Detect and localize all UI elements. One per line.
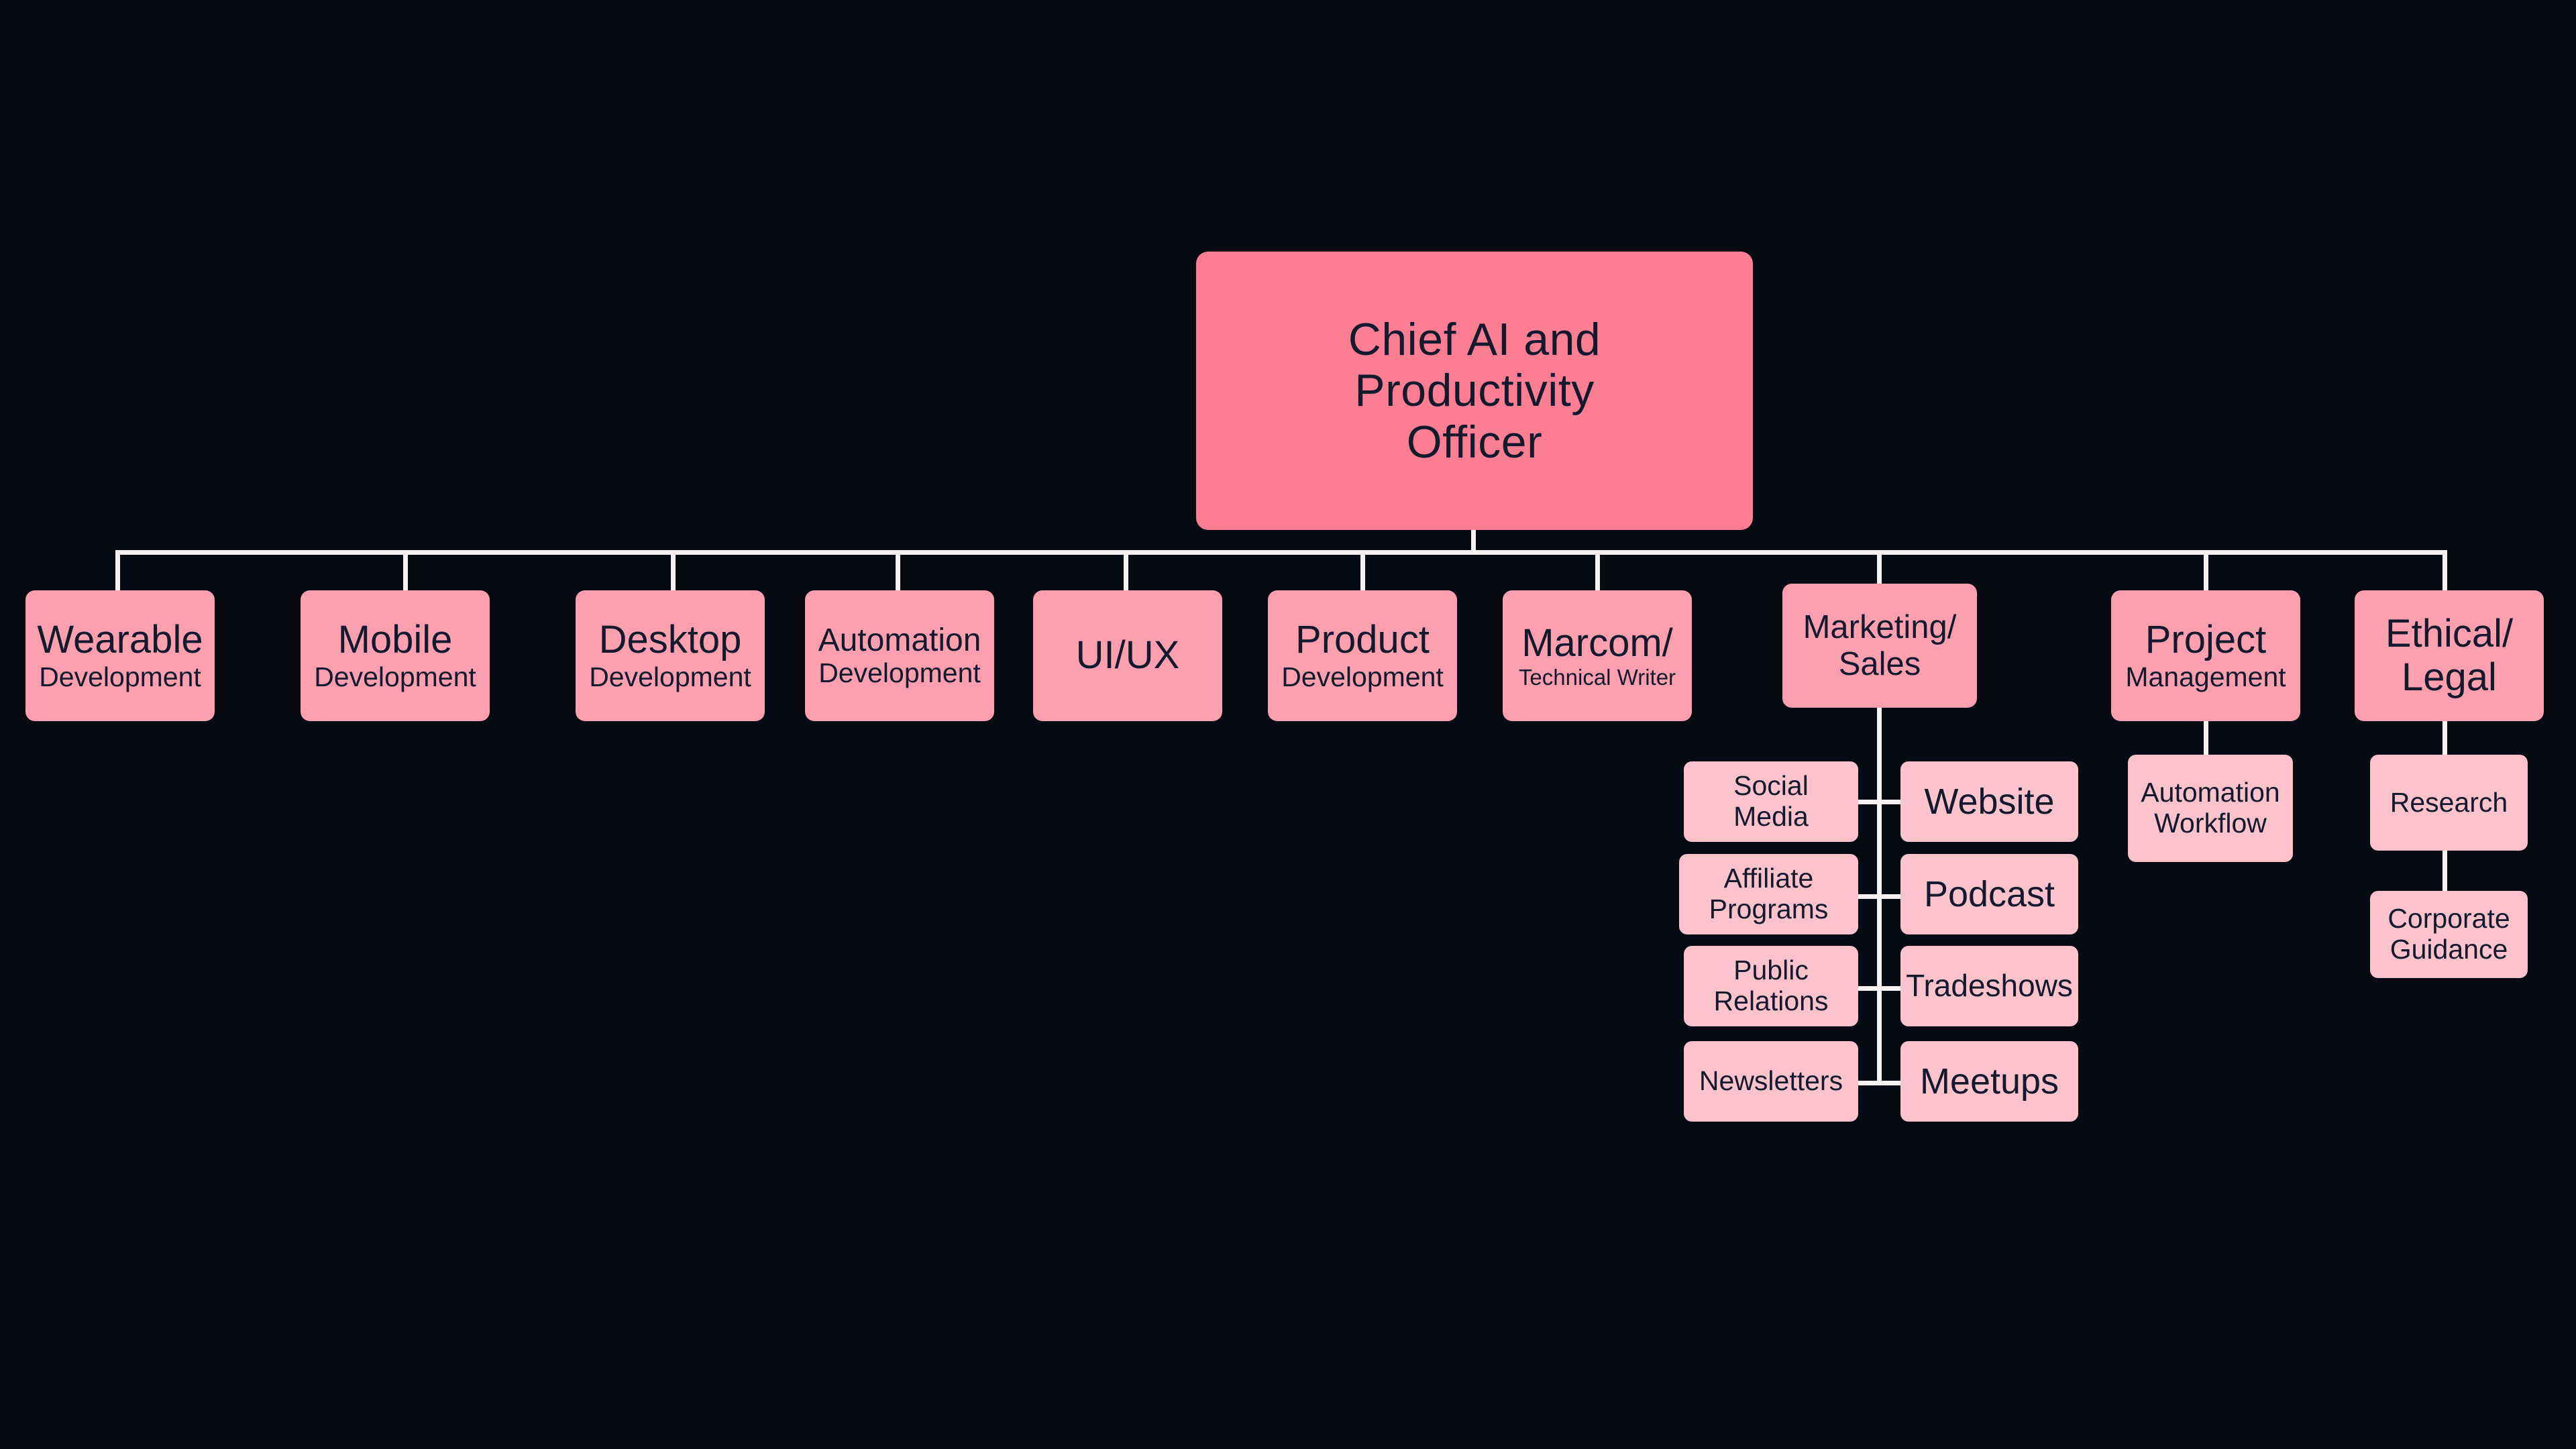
node-affiliate-programs[interactable]: Affiliate Programs xyxy=(1679,854,1858,934)
node-meetups-line1: Meetups xyxy=(1919,1061,2059,1102)
node-desktop-development-line2: Development xyxy=(589,661,751,693)
node-website[interactable]: Website xyxy=(1900,761,2078,842)
node-tradeshows-line1: Tradeshows xyxy=(1906,968,2073,1004)
connector-drop-marketing xyxy=(1877,550,1882,590)
node-root-line1: Chief AI and xyxy=(1348,314,1601,366)
node-project-management-line2: Management xyxy=(2125,661,2286,693)
connector-drop-marcom xyxy=(1595,550,1600,590)
connector-marketing-row4-left xyxy=(1854,1081,1882,1085)
node-ethical-legal[interactable]: Ethical/ Legal xyxy=(2355,590,2544,721)
node-ui-ux[interactable]: UI/UX xyxy=(1033,590,1222,721)
connector-drop-product xyxy=(1360,550,1365,590)
connector-marketing-row3-left xyxy=(1854,986,1882,991)
node-product-development[interactable]: Product Development xyxy=(1268,590,1457,721)
connector-marketing-row2-left xyxy=(1854,894,1882,899)
connector-drop-ethical xyxy=(2443,550,2447,590)
node-automation-development-line1: Automation xyxy=(818,622,981,658)
node-ethical-legal-line2: Legal xyxy=(2402,655,2497,699)
node-podcast-line1: Podcast xyxy=(1923,873,2055,914)
node-product-development-line2: Development xyxy=(1281,661,1444,693)
connector-drop-automation xyxy=(896,550,900,590)
node-ethical-legal-line1: Ethical/ xyxy=(2385,611,2514,655)
node-podcast[interactable]: Podcast xyxy=(1900,854,2078,934)
node-root-line2: Productivity xyxy=(1354,365,1595,417)
node-research[interactable]: Research xyxy=(2370,755,2528,851)
node-corporate-guidance-line1: Corporate xyxy=(2387,903,2510,934)
node-project-management[interactable]: Project Management xyxy=(2111,590,2300,721)
node-public-relations[interactable]: Public Relations xyxy=(1684,946,1858,1026)
node-product-development-line1: Product xyxy=(1295,618,1430,662)
node-tradeshows[interactable]: Tradeshows xyxy=(1900,946,2078,1026)
node-wearable-development-line2: Development xyxy=(39,661,201,693)
node-social-media-line1: Social xyxy=(1733,770,1809,802)
node-automation-workflow[interactable]: Automation Workflow xyxy=(2128,755,2293,862)
node-corporate-guidance[interactable]: Corporate Guidance xyxy=(2370,891,2528,978)
node-wearable-development-line1: Wearable xyxy=(37,618,203,662)
node-desktop-development-line1: Desktop xyxy=(598,618,742,662)
node-marketing-sales[interactable]: Marketing/ Sales xyxy=(1782,584,1977,708)
connector-drop-mobile xyxy=(403,550,408,590)
node-automation-workflow-line2: Workflow xyxy=(2154,808,2267,839)
node-research-line1: Research xyxy=(2390,786,2508,818)
connector-drop-uiux xyxy=(1124,550,1128,590)
connector-drop-wearable xyxy=(115,550,120,590)
connector-marketing-row4-right xyxy=(1877,1081,1907,1085)
connector-marketing-row1-left xyxy=(1854,800,1882,804)
node-marcom-technical-writer-line1: Marcom/ xyxy=(1521,621,1673,665)
node-root-line3: Officer xyxy=(1406,416,1543,468)
node-marcom-technical-writer-line2: Technical Writer xyxy=(1518,664,1676,690)
connector-drop-desktop xyxy=(671,550,676,590)
node-affiliate-programs-line1: Affiliate xyxy=(1723,863,1814,894)
node-desktop-development[interactable]: Desktop Development xyxy=(576,590,765,721)
connector-ethical-to-research xyxy=(2443,704,2447,755)
connector-project-to-automation-workflow xyxy=(2204,704,2208,755)
node-root[interactable]: Chief AI and Productivity Officer xyxy=(1196,252,1753,530)
node-automation-development-line2: Development xyxy=(818,657,981,689)
node-wearable-development[interactable]: Wearable Development xyxy=(25,590,215,721)
node-newsletters-line1: Newsletters xyxy=(1699,1065,1843,1097)
node-public-relations-line1: Public xyxy=(1733,955,1809,986)
node-marketing-sales-line2: Sales xyxy=(1838,645,1921,682)
connector-root-stem xyxy=(1471,530,1476,554)
node-automation-workflow-line1: Automation xyxy=(2141,777,2280,808)
node-mobile-development-line1: Mobile xyxy=(337,618,453,662)
connector-drop-project xyxy=(2204,550,2208,590)
node-marcom-technical-writer[interactable]: Marcom/ Technical Writer xyxy=(1503,590,1692,721)
connector-marketing-row2-right xyxy=(1877,894,1907,899)
node-website-line1: Website xyxy=(1924,781,2055,822)
connector-marketing-row1-right xyxy=(1877,800,1907,804)
node-social-media-line2: Media xyxy=(1733,801,1809,832)
connector-bus-bar xyxy=(115,550,2447,555)
node-mobile-development-line2: Development xyxy=(314,661,476,693)
node-meetups[interactable]: Meetups xyxy=(1900,1041,2078,1122)
node-mobile-development[interactable]: Mobile Development xyxy=(301,590,490,721)
node-project-management-line1: Project xyxy=(2145,618,2267,662)
node-automation-development[interactable]: Automation Development xyxy=(805,590,994,721)
node-social-media[interactable]: Social Media xyxy=(1684,761,1858,842)
node-affiliate-programs-line2: Programs xyxy=(1709,894,1829,924)
node-ui-ux-line1: UI/UX xyxy=(1075,633,1180,678)
node-corporate-guidance-line2: Guidance xyxy=(2390,934,2508,965)
node-marketing-sales-line1: Marketing/ xyxy=(1803,608,1957,645)
connector-research-to-corporate-guidance xyxy=(2443,851,2447,891)
connector-marketing-row3-right xyxy=(1877,986,1907,991)
node-public-relations-line2: Relations xyxy=(1713,985,1829,1016)
node-newsletters[interactable]: Newsletters xyxy=(1684,1041,1858,1122)
